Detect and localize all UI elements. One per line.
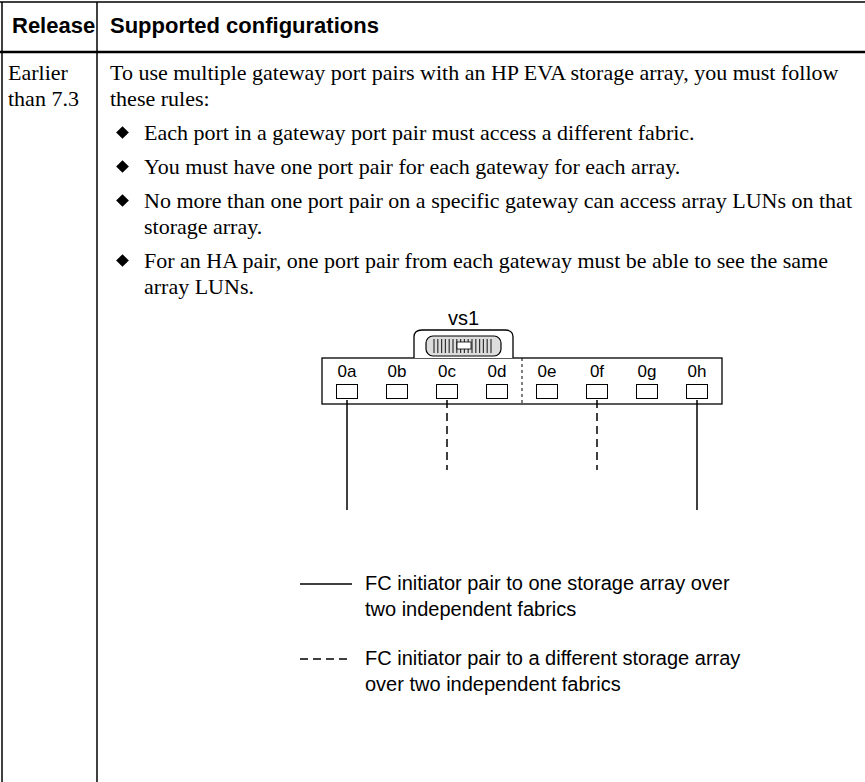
rule-item: You must have one port pair for each gat… (110, 154, 855, 180)
legend-text: FC initiator pair to one storage array o… (365, 570, 743, 622)
port-name: 0e (522, 362, 572, 382)
intro-text: To use multiple gateway port pairs with … (110, 60, 855, 112)
fc-port: 0c (422, 362, 472, 399)
rule-text: Each port in a gateway port pair must ac… (144, 120, 855, 146)
panel-divider (522, 358, 523, 404)
port-socket (336, 384, 358, 399)
bullet-diamond (116, 254, 129, 267)
fc-port: 0a (322, 362, 372, 399)
port-socket (486, 384, 508, 399)
table-left-rule (1, 2, 3, 782)
bullet-diamond (116, 194, 129, 207)
port-name: 0h (672, 362, 722, 382)
legend-solid-sample (300, 583, 352, 585)
table-top-rule (0, 1, 865, 3)
port-socket (386, 384, 408, 399)
fc-port: 0g (622, 362, 672, 399)
port-name: 0a (322, 362, 372, 382)
fc-port: 0b (372, 362, 422, 399)
rule-text: For an HA pair, one port pair from each … (144, 248, 855, 300)
port-socket (436, 384, 458, 399)
port-socket (586, 384, 608, 399)
header-rule (0, 51, 865, 54)
cell-body: To use multiple gateway port pairs with … (110, 60, 855, 300)
port-name: 0d (472, 362, 522, 382)
gateway-name: vs1 (410, 307, 517, 329)
fc-port: 0h (672, 362, 722, 399)
fc-port: 0f (572, 362, 622, 399)
rule-item: Each port in a gateway port pair must ac… (110, 120, 855, 146)
port-name: 0g (622, 362, 672, 382)
port-socket (686, 384, 708, 399)
column-header: Supported configurations (110, 13, 510, 39)
fc-line-dashed (446, 400, 448, 470)
port-panel (322, 358, 722, 404)
bullet-diamond (116, 126, 129, 139)
legend-text: FC initiator pair to a different storage… (365, 645, 743, 697)
fc-port: 0d (472, 362, 522, 399)
port-name: 0b (372, 362, 422, 382)
fc-line-dashed (596, 400, 598, 470)
fc-port: 0e (522, 362, 572, 399)
column-rule (96, 2, 98, 782)
rule-item: No more than one port pair on a specific… (110, 188, 855, 240)
rule-item: For an HA pair, one port pair from each … (110, 248, 855, 300)
port-name: 0c (422, 362, 472, 382)
fc-line-solid (696, 400, 698, 510)
rule-text: You must have one port pair for each gat… (144, 154, 855, 180)
legend-dashed-sample (300, 658, 352, 660)
column-header: Release (12, 13, 94, 39)
port-socket (636, 384, 658, 399)
bullet-diamond (116, 160, 129, 173)
fc-line-solid (346, 400, 348, 510)
gateway-icon (410, 329, 517, 359)
port-name: 0f (572, 362, 622, 382)
port-socket (536, 384, 558, 399)
rule-text: No more than one port pair on a specific… (144, 188, 855, 240)
table-cell: Earlier than 7.3 (8, 60, 94, 112)
gateway: vs1 (410, 307, 517, 359)
